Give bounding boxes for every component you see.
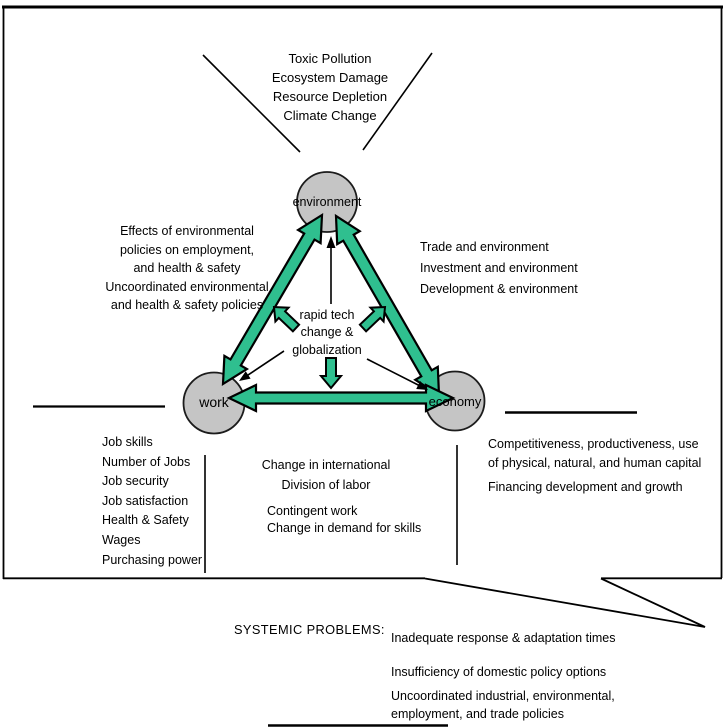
issue-line: Contingent work (267, 504, 358, 518)
issue-line: Effects of environmental (120, 224, 254, 238)
issue-line: Division of labor (281, 477, 371, 492)
outcome-line: Wages (102, 532, 141, 547)
environment-label: environment (292, 195, 362, 209)
funnel-line-right (362, 52, 433, 151)
work-environment-arrow (221, 212, 324, 387)
work-outcomes-text: Job skills Number of Jobs Job security J… (102, 433, 202, 570)
issue-line: and health & safety policies (110, 298, 264, 313)
center-to-environment-arrow (326, 236, 336, 304)
outcome-line: Job satisfaction (102, 493, 189, 508)
problem-line: Uncoordinated industrial, environmental, (391, 689, 615, 703)
issue-line: policies on employment, (119, 242, 255, 257)
environment-node-circle (296, 171, 358, 233)
tech-pressure-arrow-down (318, 357, 344, 390)
pressure-line: Ecosystem Damage (271, 70, 389, 85)
work-economy-issues-text: Change in international Division of labo… (255, 456, 397, 495)
environment-economy-issues-text: Trade and environment Investment and env… (420, 237, 578, 300)
center-to-work-arrow (239, 350, 285, 381)
issue-line: Trade and environment (420, 240, 549, 254)
work-environment-issues-text: Effects of environmental policies on emp… (83, 222, 291, 315)
work-economy-issues-text-2: Contingent work Change in demand for ski… (267, 503, 421, 536)
center-to-economy-arrow (366, 358, 428, 390)
systemic-problems-heading: SYSTEMIC PROBLEMS: (234, 622, 385, 637)
tech-pressure-arrow-upleft (272, 305, 301, 333)
economy-label: economy (428, 394, 482, 409)
work-economy-arrow (226, 383, 456, 413)
outcome-line: Number of Jobs (102, 454, 191, 469)
issue-line: Investment and environment (420, 261, 578, 275)
outcome-line: Purchasing power (102, 552, 203, 567)
outcome-line: Job security (102, 474, 169, 489)
issue-line: and health & safety (133, 261, 241, 276)
outcome-line: of physical, natural, and human capital (488, 455, 702, 470)
economy-outcomes-text-2: Financing development and growth (488, 480, 683, 494)
issue-line: Development & environment (420, 282, 578, 296)
issue-line: Uncoordinated environmental (105, 279, 269, 294)
work-label: work (199, 394, 229, 410)
problem-line: employment, and trade policies (391, 706, 565, 721)
issue-line: Change in demand for skills (267, 520, 422, 535)
center-driver-text: rapid tech change & globalization (270, 307, 384, 359)
external-pressures-text: Toxic Pollution Ecosystem Damage Resourc… (228, 49, 432, 125)
pressure-line: Resource Depletion (272, 89, 388, 104)
driver-line: change & (300, 325, 354, 340)
systemic-problem-item: Inadequate response & adaptation times (391, 631, 616, 645)
tech-pressure-arrow-upright (358, 305, 387, 333)
driver-line: rapid tech (299, 308, 355, 322)
pressure-line: Toxic Pollution (288, 51, 372, 66)
outcome-line: Health & Safety (102, 513, 189, 528)
pressure-line: Climate Change (283, 108, 377, 123)
outcome-line: Competitiveness, productiveness, use (488, 437, 699, 451)
outcome-line: Job skills (102, 435, 153, 449)
issue-line: Change in international (261, 458, 391, 472)
funnel-line-left (202, 54, 301, 153)
systemic-problem-item: Uncoordinated industrial, environmental,… (391, 688, 615, 723)
callout-tail (424, 577, 706, 628)
systemic-problem-item: Insufficiency of domestic policy options (391, 665, 607, 679)
economy-outcomes-text: Competitiveness, productiveness, use of … (488, 435, 701, 472)
driver-line: globalization (292, 342, 362, 357)
